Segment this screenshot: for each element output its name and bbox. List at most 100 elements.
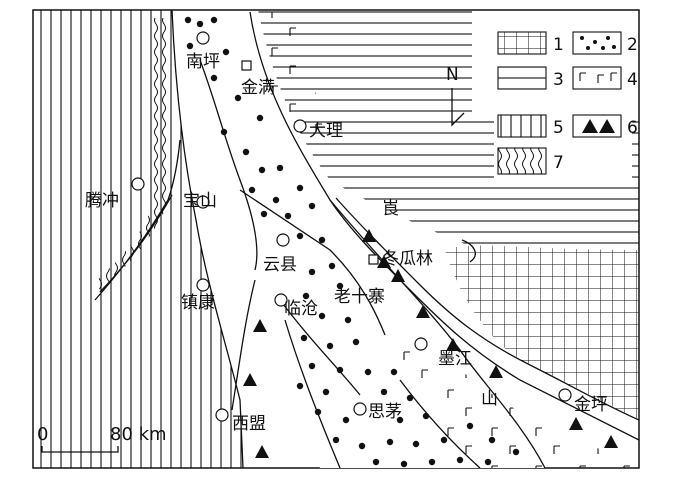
label-jinman: 金满	[241, 78, 275, 98]
belt-dot	[318, 312, 326, 320]
belt-dot	[328, 262, 336, 270]
legend-swatch-3	[497, 66, 547, 90]
simao-marker	[353, 402, 367, 416]
legend-swatch-5	[497, 114, 547, 138]
label-baoshan: 宝山	[183, 191, 217, 211]
belt-dot	[412, 440, 420, 448]
belt-dot	[308, 268, 316, 276]
baoshan-marker	[196, 195, 210, 209]
belt-dot	[210, 74, 218, 82]
belt-dot	[184, 16, 192, 24]
belt-dot	[296, 232, 304, 240]
label-ai: 崀	[382, 199, 399, 219]
label-tengchong: 腾冲	[85, 191, 119, 211]
belt-dot	[422, 412, 430, 420]
belt-dot	[456, 456, 464, 464]
triangle-marker	[391, 269, 405, 282]
legend-label-6: 6	[627, 118, 638, 138]
triangle-markers	[243, 229, 618, 458]
belt-dot	[344, 316, 352, 324]
legend-swatch-4-basalt	[579, 72, 617, 83]
label-mojiang: 墨江	[438, 349, 472, 369]
scale-bar: 0 80 km	[37, 424, 167, 453]
zhenkang-marker	[196, 278, 210, 292]
belt-dot	[400, 460, 408, 468]
belt-dot	[296, 382, 304, 390]
legend-swatch-6	[572, 114, 622, 138]
belt-dot	[196, 20, 204, 28]
belt-dot	[260, 210, 268, 218]
label-dongualin: 冬瓜林	[382, 249, 433, 269]
legend-label-3: 3	[553, 70, 564, 90]
triangle-marker	[446, 338, 460, 351]
label-shan: 山	[481, 389, 498, 409]
belt-dot	[242, 148, 250, 156]
label-ximeng: 西盟	[232, 414, 266, 434]
jinping-marker	[558, 388, 572, 402]
belt-dot	[342, 416, 350, 424]
belt-dot	[220, 128, 228, 136]
belt-dot	[326, 342, 334, 350]
belt-dot	[284, 212, 292, 220]
belt-dot	[308, 202, 316, 210]
grid-unit	[445, 245, 639, 420]
belt-dot	[406, 394, 414, 402]
triangle-marker	[253, 319, 267, 332]
legend-swatch-7	[497, 147, 547, 175]
belt-dot	[256, 114, 264, 122]
belt-dot	[186, 42, 194, 50]
belt-dot	[234, 94, 242, 102]
triangle-marker	[489, 365, 503, 378]
belt-dot	[488, 436, 496, 444]
belt-dot	[358, 442, 366, 450]
belt-dot	[210, 16, 218, 24]
belt-dot	[258, 166, 266, 174]
label-dali: 大理	[309, 121, 343, 141]
triangle-marker	[362, 229, 376, 242]
wavy-unit	[95, 18, 168, 290]
legend-swatch-2-dots	[580, 36, 616, 50]
belt-dot	[308, 362, 316, 370]
belt-dot	[302, 292, 310, 300]
belt-dot	[386, 438, 394, 446]
triangle-marker	[416, 305, 430, 318]
belt-dot	[512, 448, 520, 456]
belt-dot	[428, 458, 436, 466]
belt-dot	[332, 436, 340, 444]
belt-dot	[296, 184, 304, 192]
mojiang-marker	[414, 337, 428, 351]
belt-dot	[466, 422, 474, 430]
label-jinping: 金坪	[574, 395, 608, 415]
legend-label-7: 7	[553, 153, 564, 173]
label-nanping: 南坪	[186, 52, 220, 72]
label-zhenkang: 镇康	[181, 293, 215, 313]
belt-dot	[222, 48, 230, 56]
legend-label-2: 2	[627, 35, 638, 55]
belt-dot	[318, 236, 326, 244]
tengchong-marker	[131, 177, 145, 191]
triangle-marker	[604, 435, 618, 448]
scale-end-label: 80 km	[110, 424, 167, 445]
ximeng-marker	[215, 408, 229, 422]
belt-dot	[440, 436, 448, 444]
belt-dot	[364, 368, 372, 376]
legend-label-5: 5	[553, 118, 564, 138]
dali-marker	[293, 119, 307, 133]
legend: 1 2 3 4 5 6 7	[494, 26, 638, 182]
belt-dot	[276, 164, 284, 172]
belt-dot	[396, 416, 404, 424]
belt-dot	[380, 388, 388, 396]
belt-dot	[322, 388, 330, 396]
scale-start-label: 0	[37, 424, 48, 445]
belt-dot	[314, 408, 322, 416]
legend-label-1: 1	[553, 35, 564, 55]
legend-label-4: 4	[627, 70, 638, 90]
legend-swatch-1	[497, 31, 547, 55]
basalt-unit-south	[380, 310, 639, 468]
belt-dot	[336, 282, 344, 290]
jinman-marker	[241, 60, 252, 71]
belt-dot	[336, 366, 344, 374]
triangle-marker	[569, 417, 583, 430]
north-arrow: N	[446, 65, 465, 127]
